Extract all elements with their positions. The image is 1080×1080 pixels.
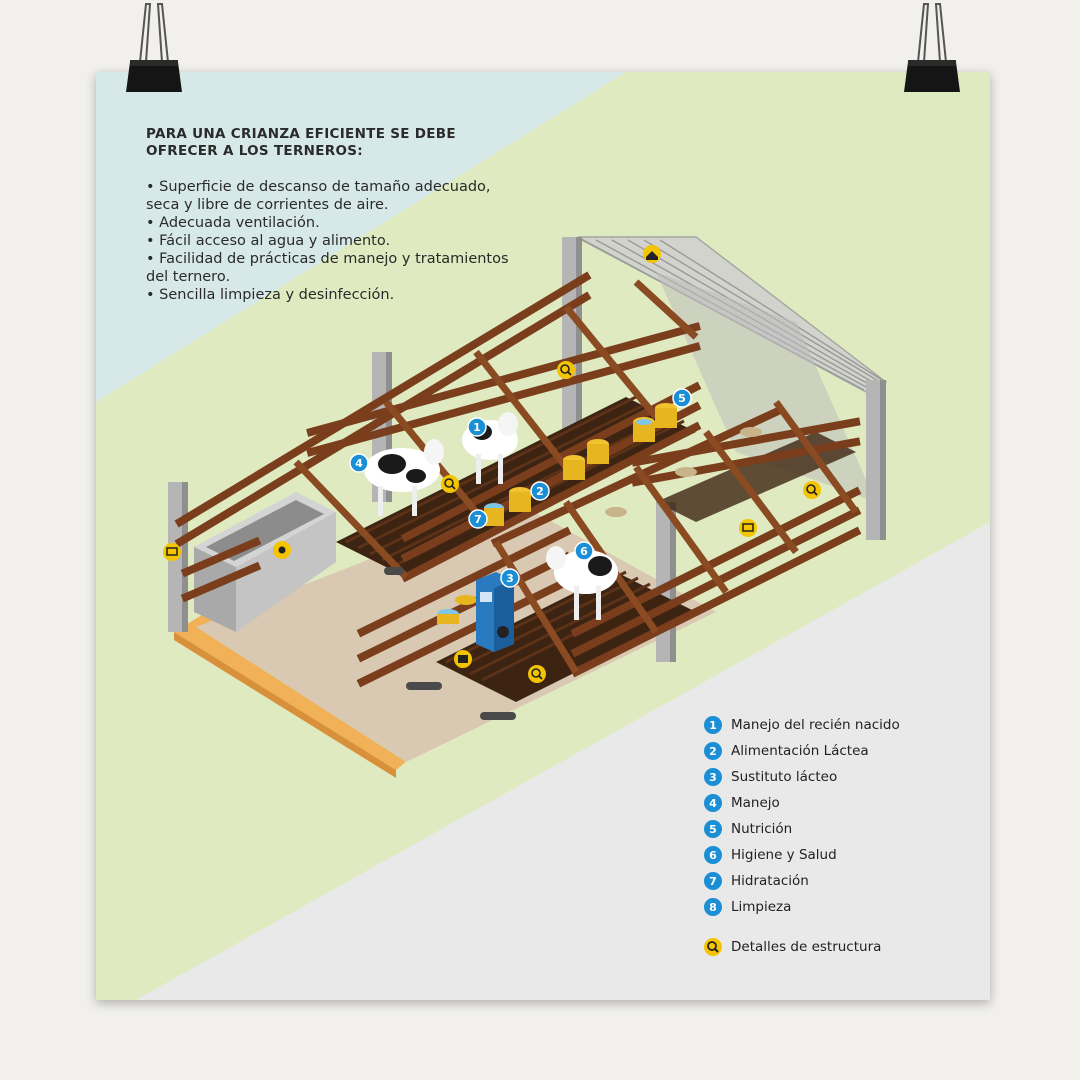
legend-label: Hidratación xyxy=(731,873,809,889)
intro-bullet: • Sencilla limpieza y desinfección. xyxy=(146,287,395,303)
magnifier-icon-3 xyxy=(803,481,821,499)
legend-item[interactable]: 4 Manejo xyxy=(704,790,900,816)
legend-detail-label: Detalles de estructura xyxy=(731,939,882,955)
legend-label: Manejo del recién nacido xyxy=(731,717,900,733)
legend-label: Manejo xyxy=(731,795,780,811)
intro-text-block: PARA UNA CRIANZA EFICIENTE SE DEBE OFREC… xyxy=(146,126,526,304)
badge-3: 3 xyxy=(500,568,520,588)
legend-number-badge: 4 xyxy=(704,794,722,812)
poster: 1 2 3 4 5 6 7 PARA UNA CRIANZA EFICIENTE… xyxy=(96,72,990,1000)
legend-label: Nutrición xyxy=(731,821,793,837)
intro-title: PARA UNA CRIANZA EFICIENTE SE DEBE OFREC… xyxy=(146,126,456,159)
svg-text:7: 7 xyxy=(474,513,482,526)
calf-upper-left xyxy=(364,439,444,516)
legend-number-badge: 1 xyxy=(704,716,722,734)
legend-item[interactable]: 7 Hidratación xyxy=(704,868,900,894)
svg-text:5: 5 xyxy=(678,392,686,405)
legend-item[interactable]: 2 Alimentación Láctea xyxy=(704,738,900,764)
legend-label: Higiene y Salud xyxy=(731,847,837,863)
binder-clip-right xyxy=(904,3,960,92)
legend-number-badge: 7 xyxy=(704,872,722,890)
legend: 1 Manejo del recién nacido 2 Alimentación … xyxy=(704,712,900,956)
svg-text:1: 1 xyxy=(473,421,481,434)
legend-item[interactable]: 1 Manejo del recién nacido xyxy=(704,712,900,738)
magnifier-icon-1 xyxy=(557,361,575,379)
magnifier-icon-2 xyxy=(441,475,459,493)
gate-icon-right xyxy=(739,519,757,537)
legend-number-badge: 2 xyxy=(704,742,722,760)
badge-5: 5 xyxy=(672,388,692,408)
intro-bullet: • Adecuada ventilación. xyxy=(146,215,320,231)
legend-number-badge: 5 xyxy=(704,820,722,838)
legend-detail-item[interactable]: Detalles de estructura xyxy=(704,938,900,956)
intro-bullet-list: • Superficie de descanso de tamaño adecu… xyxy=(146,178,526,304)
badge-2: 2 xyxy=(530,481,550,501)
svg-text:6: 6 xyxy=(580,545,588,558)
legend-label: Limpieza xyxy=(731,899,792,915)
magnifier-icon xyxy=(704,938,722,956)
legend-number-badge: 6 xyxy=(704,846,722,864)
legend-label: Alimentación Láctea xyxy=(731,743,869,759)
legend-item[interactable]: 5 Nutrición xyxy=(704,816,900,842)
svg-text:2: 2 xyxy=(536,485,544,498)
feed-buckets-lower xyxy=(437,427,762,624)
legend-number-badge: 8 xyxy=(704,898,722,916)
legend-item[interactable]: 6 Higiene y Salud xyxy=(704,842,900,868)
legend-item[interactable]: 3 Sustituto lácteo xyxy=(704,764,900,790)
tablet-icon xyxy=(454,650,472,668)
badge-7: 7 xyxy=(468,509,488,529)
legend-item[interactable]: 8 Limpieza xyxy=(704,894,900,920)
intro-bullet: • Superficie de descanso de tamaño adecu… xyxy=(146,179,491,213)
badge-1: 1 xyxy=(467,417,487,437)
svg-text:3: 3 xyxy=(506,572,514,585)
grey-floor-area xyxy=(246,522,990,1000)
calf-barn-illustration: 1 2 3 4 5 6 7 xyxy=(163,236,888,778)
gate-icon-left xyxy=(163,543,181,561)
intro-bullet: • Fácil acceso al agua y alimento. xyxy=(146,233,391,249)
intro-bullet: • Facilidad de prácticas de manejo y tra… xyxy=(146,251,509,285)
hand-icon xyxy=(273,541,291,559)
svg-text:4: 4 xyxy=(355,457,363,470)
badge-4: 4 xyxy=(349,453,369,473)
feed-buckets-upper xyxy=(484,403,677,526)
legend-label: Sustituto lácteo xyxy=(731,769,838,785)
house-icon xyxy=(643,245,661,263)
binder-clip-left xyxy=(126,3,182,92)
legend-number-badge: 3 xyxy=(704,768,722,786)
magnifier-icon-4 xyxy=(528,665,546,683)
calf-lower xyxy=(546,546,618,620)
milk-replacer-package xyxy=(476,572,514,652)
lower-calf-pens xyxy=(356,399,862,720)
badge-6: 6 xyxy=(574,541,594,561)
